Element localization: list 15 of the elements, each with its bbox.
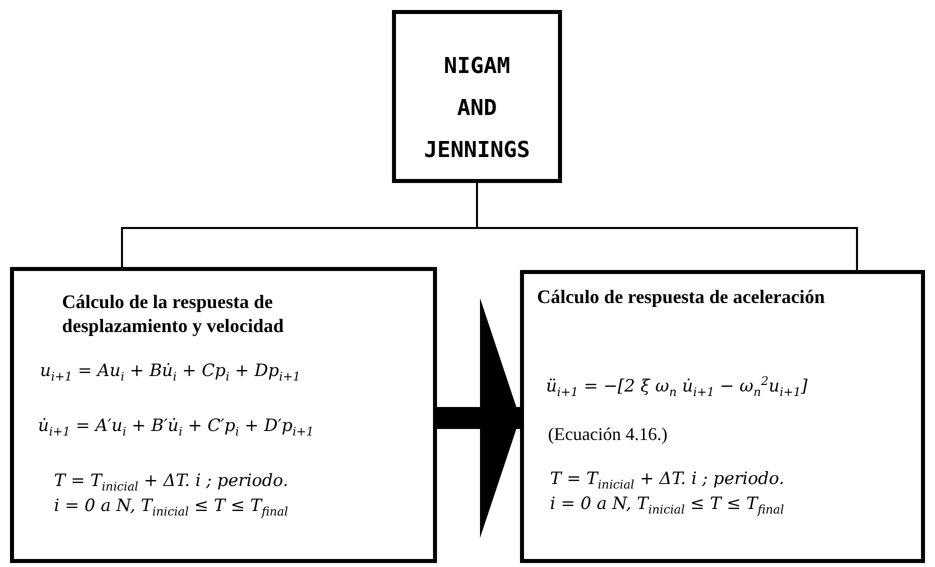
process-box <box>520 270 925 563</box>
title-box <box>392 10 562 183</box>
formula-text: u$_{i+1}$ = Au$_{i}$ + Bu̇$_{i}$ + Cp$_{i}$ + Dp$_{i+1}$ <box>40 361 300 384</box>
formula-text: u̇$_{i+1}$ = A′u$_{i}$ + B′u̇$_{i}$ + C′p$_{i}$ + D′p$_{i+1}$ <box>38 416 314 438</box>
process-box <box>10 267 437 563</box>
formula-text: T = T$_{inicial}$ + ΔT. i ; periodo. <box>54 471 288 494</box>
formula-text: ü$_{i+1}$ = −[2 ξ ω$_{n}$ u̇$_{i+1}$ − ω$_{n}$$^{2}$u$_{i+1}$] <box>546 374 808 400</box>
heading-text: Cálculo de la respuesta de desplazamiento y velocidad <box>62 291 285 339</box>
title-text: NIGAM AND JENNINGS <box>424 53 530 165</box>
equation-reference: (Ecuación 4.16.) <box>548 424 668 445</box>
formula-text: T = T$_{inicial}$ + ΔT. i ; periodo. <box>550 469 784 492</box>
formula-text: i = 0 a N, T$_{inicial}$ ≤ T ≤ T$_{final}$ <box>550 494 784 516</box>
formula-text: i = 0 a N, T$_{inicial}$ ≤ T ≤ T$_{final}$ <box>54 496 288 518</box>
block-arrow <box>437 298 520 538</box>
heading-text: Cálculo de respuesta de aceleración <box>537 286 826 310</box>
